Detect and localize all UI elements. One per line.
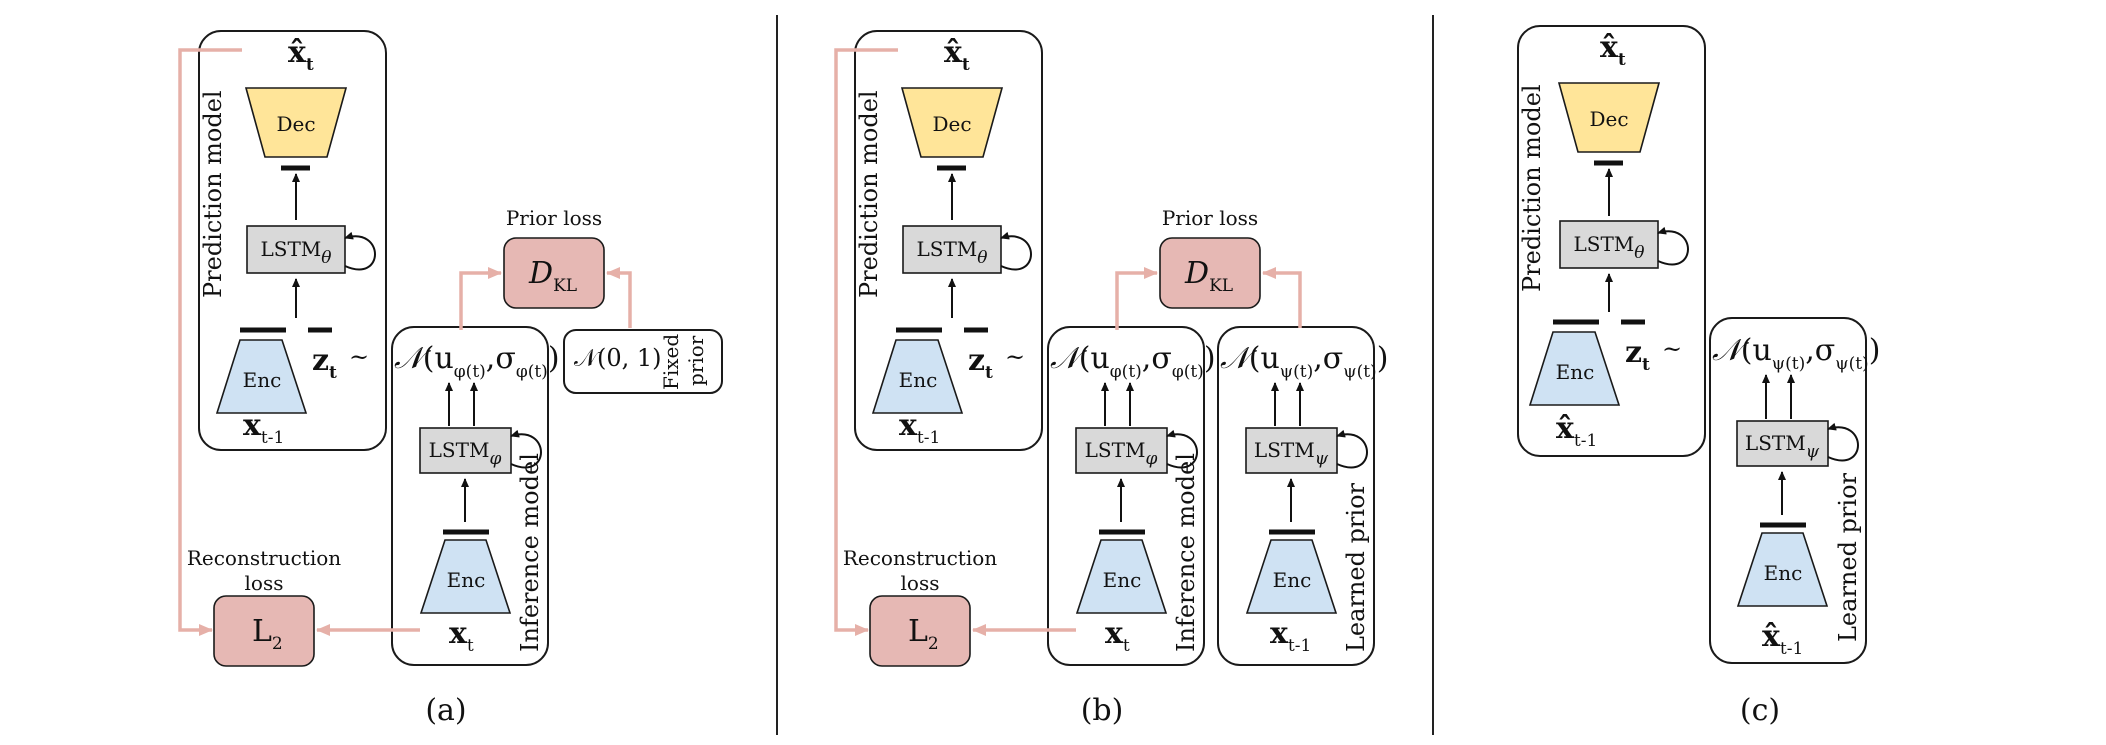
xhat-tm1-prior-label: x̂t-1 [1762,619,1803,659]
lstm-phi-box [419,427,512,474]
lstm-phi-loop [510,429,542,469]
encoder-trapezoid [215,339,308,414]
l2-box [869,595,971,667]
l2-label: L2 [252,614,283,654]
lstm-theta-loop [344,231,376,271]
prior-encoder-trapezoid [1736,532,1829,607]
decoder-label: Dec [276,112,315,136]
lstm-psi-label: LSTMψ [1745,431,1820,462]
tilde-label: ~ [1662,335,1682,363]
xhat-t-label: x̂t [288,35,314,75]
lstm-theta-box [902,225,1002,274]
z-t-label: zt [968,343,993,383]
lstm-psi-box [1245,427,1338,474]
inference-encoder-trapezoid [419,539,512,614]
reconstruction-loss-label-2: loss [245,571,284,595]
z-t-label: zt [1625,335,1650,375]
learned-prior-to-dkl-arrow [1262,267,1302,328]
dkl-label: DKL [528,256,577,296]
x-tm1-prior-label: xt-1 [1270,616,1311,656]
xhat-t-label: x̂t [1600,30,1626,70]
panel-a: Prediction model x̂t Dec LSTMθ Enc zt ~ … [178,30,723,667]
dkl-box [1159,237,1261,309]
encoder-label: Enc [899,368,938,392]
lstm-phi-box [1075,427,1168,474]
lstm-phi-label: LSTMφ [429,438,502,469]
panel-c: Prediction model x̂t Dec LSTMθ Enc zt ~ … [1517,25,1880,664]
tilde-label: ~ [349,343,369,371]
reconstruction-loss-label-1: Reconstruction [843,546,997,570]
prior-encoder-trapezoid [1245,539,1338,614]
posterior-formula: 𝒩(uφ(t),σφ(t)) [1050,341,1216,382]
reconstruction-loss-label-2: loss [901,571,940,595]
caption-b: (b) [1081,693,1124,728]
x-tm1-label: xt-1 [899,408,940,448]
prior-loss-label: Prior loss [1162,206,1258,230]
posterior-to-dkl-arrow [459,267,502,330]
l2-label: L2 [908,614,939,654]
lstm-theta-label: LSTMθ [916,237,987,268]
prediction-model-label: Prediction model [1518,84,1546,292]
fixed-prior-label-2: prior [684,335,708,386]
fixed-prior-label-1: Fixed [659,334,683,390]
l2-box [213,595,315,667]
prior-formula: 𝒩(uψ(t),σψ(t)) [1220,341,1388,382]
decoder-trapezoid [900,87,1004,158]
posterior-formula: 𝒩(uφ(t),σφ(t)) [394,341,560,382]
lstm-psi-loop [1336,429,1368,469]
xhat-tm1-label: x̂t-1 [1556,411,1597,451]
decoder-trapezoid [1557,82,1661,153]
inference-model-label: Inference model [516,453,544,652]
lstm-theta-loop [1000,231,1032,271]
prior-loss-label: Prior loss [506,206,602,230]
prior-encoder-label: Enc [1273,568,1312,592]
lstm-theta-box [1559,220,1659,269]
posterior-to-dkl-arrow [1115,267,1158,330]
fixed-prior-formula: 𝒩(0, 1) [574,344,662,372]
lstm-theta-loop [1657,226,1689,266]
encoder-trapezoid [871,339,964,414]
lstm-psi-loop [1827,422,1859,462]
prediction-model-label: Prediction model [855,90,883,298]
lstm-psi-box [1736,420,1829,467]
encoder-label: Enc [1556,360,1595,384]
prior-encoder-label: Enc [1764,561,1803,585]
fixed-prior-to-dkl-arrow [606,267,632,328]
lstm-phi-loop [1166,429,1198,469]
xhat-to-l2-arrow [178,48,242,636]
lstm-phi-label: LSTMφ [1085,438,1158,469]
x-t-label: xt [449,616,474,656]
lstm-theta-label: LSTMθ [260,237,331,268]
x-tm1-label: xt-1 [243,408,284,448]
lstm-psi-label: LSTMψ [1254,438,1329,469]
panel-b: Prediction model x̂t Dec LSTMθ Enc zt ~ … [834,30,1388,667]
encoder-label: Enc [243,368,282,392]
x-t-label: xt [1105,616,1130,656]
inference-encoder-label: Enc [1103,568,1142,592]
inference-model-label: Inference model [1172,453,1200,652]
z-t-label: zt [312,343,337,383]
inference-encoder-label: Enc [447,568,486,592]
lstm-theta-label: LSTMθ [1573,232,1644,263]
lstm-theta-box [246,225,346,274]
decoder-label: Dec [1589,107,1628,131]
dkl-box [503,237,605,309]
xhat-t-label: x̂t [944,35,970,75]
reconstruction-loss-label-1: Reconstruction [187,546,341,570]
learned-prior-label: Learned prior [1342,482,1370,652]
prediction-model-label: Prediction model [199,90,227,298]
caption-a: (a) [425,693,466,728]
decoder-label: Dec [932,112,971,136]
encoder-trapezoid [1528,331,1621,406]
prior-formula: 𝒩(uψ(t),σψ(t)) [1712,333,1880,374]
xhat-to-l2-arrow [834,48,898,636]
fixed-prior-box [563,329,723,394]
learned-prior-label: Learned prior [1834,472,1862,642]
tilde-label: ~ [1005,343,1025,371]
dkl-label: DKL [1184,256,1233,296]
inference-encoder-trapezoid [1075,539,1168,614]
decoder-trapezoid [244,87,348,158]
caption-c: (c) [1740,693,1780,728]
